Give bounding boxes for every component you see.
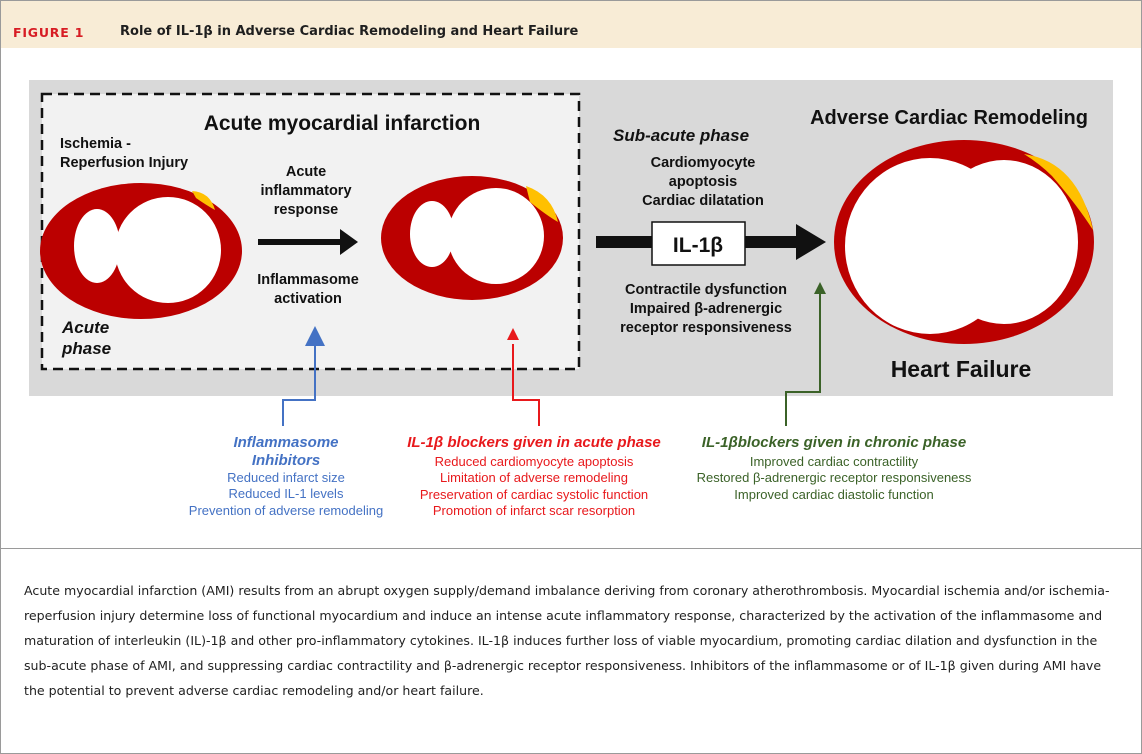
chronic-blockers-title: IL-1βblockers given in chronic phase: [702, 434, 966, 451]
acute-response-line1: Acute: [286, 164, 326, 180]
inflammasome-inhibitors-title-line2: Inhibitors: [252, 452, 320, 469]
il1b-box: [651, 221, 746, 266]
subacute-line3: Cardiac dilatation: [642, 193, 764, 209]
subacute-title: Sub-acute phase: [613, 126, 749, 145]
red-connector-arrow: [507, 328, 540, 426]
ami-title: Acute myocardial infarction: [204, 112, 481, 135]
red-item: Promotion of infarct scar resorption: [433, 503, 635, 518]
inflammasome-activation-line2: activation: [274, 291, 342, 307]
acute-response-line3: response: [274, 202, 338, 218]
red-item: Limitation of adverse remodeling: [440, 470, 628, 485]
green-item: Improved cardiac contractility: [750, 454, 919, 469]
heart-acute-infarct-icon: [381, 176, 563, 300]
subacute-line2: apoptosis: [669, 174, 737, 190]
green-connector-arrow: [785, 282, 826, 426]
caption-text: Acute myocardial infarction (AMI) result…: [24, 583, 1110, 698]
green-item: Restored β-adrenergic receptor responsiv…: [697, 470, 972, 485]
il1b-box-label: IL-1β: [673, 234, 723, 257]
contractile-line3: receptor responsiveness: [620, 320, 792, 336]
acute-response-line2: inflammatory: [260, 183, 351, 199]
contractile-line1: Contractile dysfunction: [625, 282, 787, 298]
diagram: Acute myocardial infarction Ischemia - R…: [29, 80, 1113, 518]
green-item: Improved cardiac diastolic function: [734, 487, 933, 502]
figure-title: Role of IL-1β in Adverse Cardiac Remodel…: [120, 24, 579, 39]
acute-phase-line1: Acute: [61, 318, 109, 337]
ischemia-label-line1: Ischemia -: [60, 136, 131, 152]
subacute-line1: Cardiomyocyte: [651, 155, 756, 171]
heart-small-infarct-icon: [40, 183, 242, 319]
blue-item: Reduced IL-1 levels: [229, 486, 344, 501]
caption-divider: [1, 548, 1141, 549]
arrow-acute-response: [258, 229, 358, 255]
figure-label: FIGURE 1: [13, 25, 85, 40]
heart-failure-label: Heart Failure: [891, 356, 1032, 382]
ischemia-label-line2: Reperfusion Injury: [60, 155, 188, 171]
red-item: Reduced cardiomyocyte apoptosis: [435, 454, 634, 469]
adverse-remodeling-title: Adverse Cardiac Remodeling: [810, 107, 1088, 129]
blue-item: Reduced infarct size: [227, 470, 345, 485]
blue-item: Prevention of adverse remodeling: [189, 503, 383, 518]
inflammasome-activation-line1: Inflammasome: [257, 272, 359, 288]
contractile-line2: Impaired β-adrenergic: [630, 301, 782, 317]
red-item: Preservation of cardiac systolic functio…: [420, 487, 648, 502]
acute-blockers-title: IL-1β blockers given in acute phase: [407, 434, 661, 451]
blue-connector-arrow: [282, 326, 325, 426]
acute-phase-line2: phase: [61, 339, 111, 358]
figure-caption: Acute myocardial infarction (AMI) result…: [24, 578, 1124, 703]
heart-remodeled-icon: [834, 140, 1094, 344]
figure-header: FIGURE 1 Role of IL-1β in Adverse Cardia…: [1, 1, 1141, 48]
inflammasome-inhibitors-title-line1: Inflammasome: [233, 434, 338, 451]
